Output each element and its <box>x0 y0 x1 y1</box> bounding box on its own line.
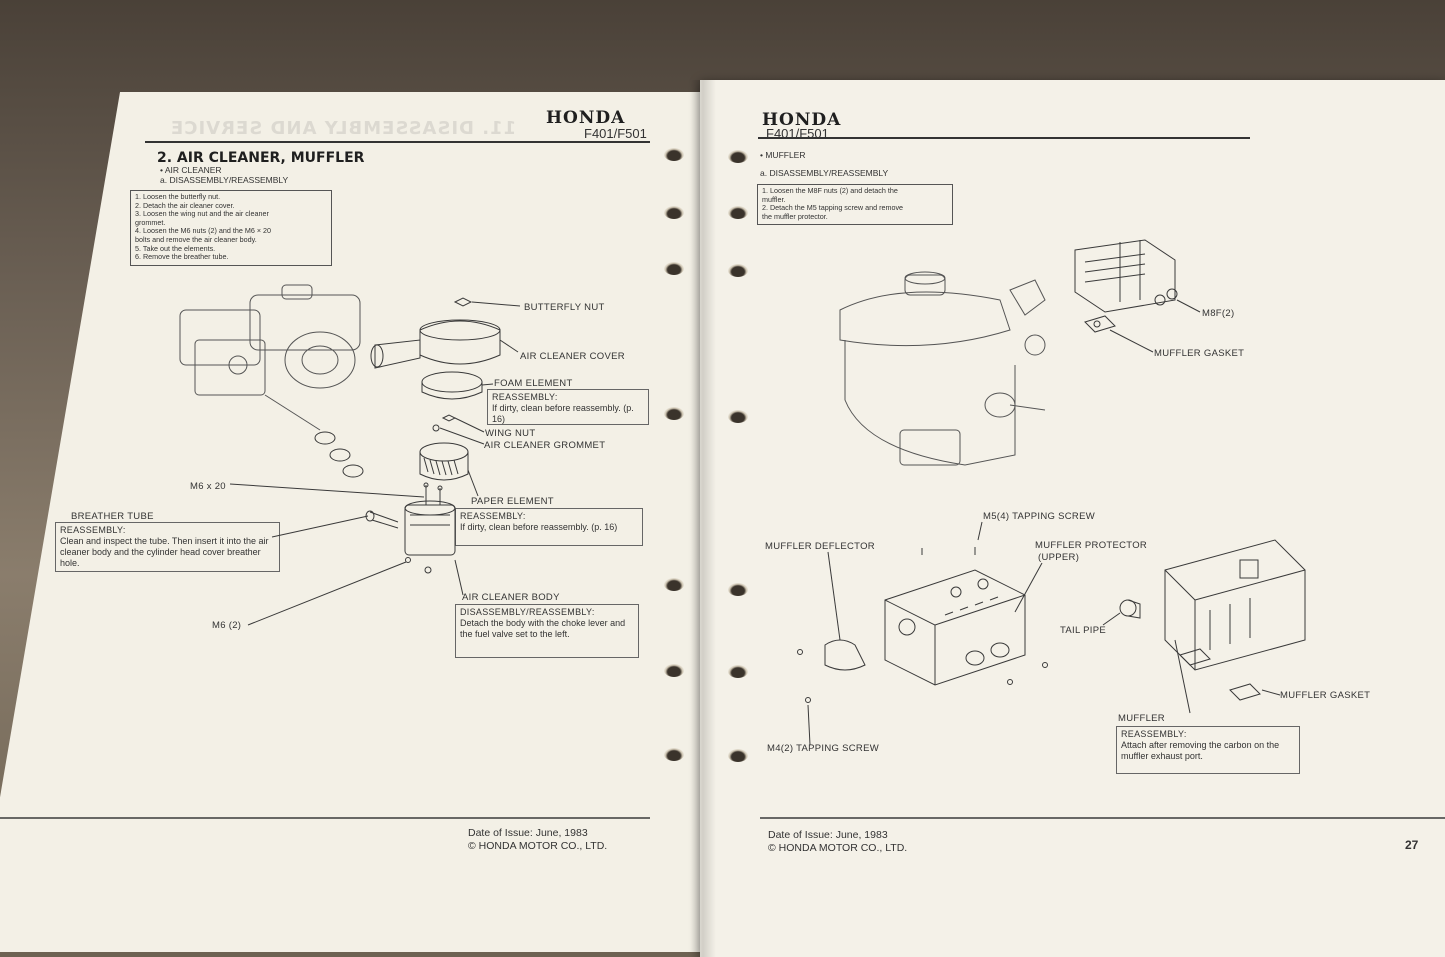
right-subsection: MUFFLER <box>760 150 805 160</box>
note-foam-element: REASSEMBLY: If dirty, clean before reass… <box>487 389 649 425</box>
note-muffler: REASSEMBLY: Attach after removing the ca… <box>1116 726 1300 774</box>
left-subsection: AIR CLEANER <box>160 165 222 175</box>
note-text: Attach after removing the carbon on the … <box>1121 740 1280 761</box>
label-air-cleaner-cover: AIR CLEANER COVER <box>520 351 625 362</box>
step-line: 1. Loosen the M8F nuts (2) and detach th… <box>762 186 898 195</box>
step-line: 4. Loosen the M6 nuts (2) and the M6 × 2… <box>135 226 272 236</box>
label-m5-screw: M5(4) TAPPING SCREW <box>983 511 1095 522</box>
step-line: 6. Remove the breather tube. <box>135 252 229 262</box>
label-m4-screw: M4(2) TAPPING SCREW <box>767 743 879 754</box>
right-footer: Date of Issue: June, 1983 © HONDA MOTOR … <box>768 829 907 855</box>
step-line: 1. Loosen the butterfly nut. <box>135 192 221 201</box>
note-air-cleaner-body: DISASSEMBLY/REASSEMBLY: Detach the body … <box>455 604 639 658</box>
label-tail-pipe: TAIL PIPE <box>1060 625 1106 636</box>
right-procedure-title: a. DISASSEMBLY/REASSEMBLY <box>760 168 889 178</box>
binder-hole <box>728 150 748 163</box>
left-brand-logo: HONDA <box>546 108 626 128</box>
note-heading: REASSEMBLY: <box>460 511 526 521</box>
binder-hole <box>664 578 684 591</box>
label-m6-2: M6 (2) <box>212 620 242 631</box>
binder-hole <box>664 206 684 219</box>
foam-element-part <box>421 371 494 400</box>
step-line: 2. Detach the M5 tapping screw and remov… <box>762 203 904 213</box>
step-line: the muffler protector. <box>762 211 828 221</box>
butterfly-nut-part <box>453 297 521 307</box>
left-section-title: 2. AIR CLEANER, MUFFLER <box>157 150 365 166</box>
label-m8f: M8F(2) <box>1202 308 1235 319</box>
page-number: 27 <box>1405 838 1419 852</box>
label-air-cleaner-grommet: AIR CLEANER GROMMET <box>484 440 606 451</box>
binder-hole <box>664 407 684 420</box>
note-heading: REASSEMBLY: <box>60 525 126 535</box>
label-paper-element: PAPER ELEMENT <box>471 496 554 507</box>
step-line: 5. Take out the elements. <box>135 243 216 253</box>
note-text: Clean and inspect the tube. Then insert … <box>60 536 269 568</box>
binder-hole <box>728 206 748 219</box>
label-air-cleaner-body: AIR CLEANER BODY <box>462 592 560 603</box>
label-foam-element: FOAM ELEMENT <box>494 378 573 389</box>
label-muffler-deflector: MUFFLER DEFLECTOR <box>765 541 875 552</box>
left-header-rule <box>145 141 650 143</box>
binder-hole <box>664 148 684 161</box>
muffler-deflector-part <box>797 551 1048 746</box>
right-header-rule <box>758 137 1250 139</box>
left-engine-drawing <box>179 284 361 431</box>
right-steps-box: 1. Loosen the M8F nuts (2) and detach th… <box>757 184 953 225</box>
right-engine-drawing <box>839 271 1046 466</box>
label-upper: (UPPER) <box>1038 552 1080 563</box>
right-page <box>700 80 1445 957</box>
copyright: © HONDA MOTOR CO., LTD. <box>468 840 608 852</box>
binder-hole <box>728 583 748 596</box>
label-butterfly-nut: BUTTERFLY NUT <box>524 302 605 313</box>
issue-date: Date of Issue: June, 1983 <box>468 827 588 839</box>
wing-nut-part <box>432 414 485 445</box>
issue-date: Date of Issue: June, 1983 <box>768 829 888 841</box>
tail-pipe-part <box>1102 599 1141 626</box>
step-line: 2. Detach the air cleaner cover. <box>135 200 235 210</box>
step-line: grommet. <box>135 217 166 227</box>
gasket-parts <box>314 431 364 478</box>
binder-hole <box>728 264 748 277</box>
air-cleaner-body-part <box>229 482 464 626</box>
left-footer: Date of Issue: June, 1983 © HONDA MOTOR … <box>468 827 607 853</box>
binder-hole <box>728 749 748 762</box>
note-text: If dirty, clean before reassembly. (p. 1… <box>460 522 618 532</box>
left-steps-box: 1. Loosen the butterfly nut. 2. Detach t… <box>130 190 332 266</box>
binder-hole <box>664 748 684 761</box>
binding-gutter <box>690 80 716 957</box>
binder-hole <box>664 664 684 677</box>
step-line: 3. Loosen the wing nut and the air clean… <box>135 209 269 219</box>
label-muffler-protector: MUFFLER PROTECTOR <box>1035 540 1148 551</box>
step-line: muffler. <box>762 194 786 204</box>
left-procedure-title: a. DISASSEMBLY/REASSEMBLY <box>160 175 289 185</box>
note-heading: REASSEMBLY: <box>492 392 558 402</box>
note-text: Detach the body with the choke lever and… <box>460 618 626 639</box>
left-model-number: F401/F501 <box>584 126 647 141</box>
right-brand-logo: HONDA <box>762 110 842 130</box>
paper-element-part <box>419 442 479 497</box>
muffler-assembly-top <box>1074 239 1201 353</box>
copyright: © HONDA MOTOR CO., LTD. <box>768 842 908 854</box>
label-muffler-gasket-top: MUFFLER GASKET <box>1154 348 1245 359</box>
binder-hole <box>728 665 748 678</box>
muffler-protector-part <box>884 521 1043 686</box>
muffler-assembly-bottom <box>1164 539 1306 714</box>
step-line: bolts and remove the air cleaner body. <box>135 234 257 244</box>
binder-hole <box>664 262 684 275</box>
air-cleaner-cover-part <box>370 319 519 369</box>
label-muffler-gasket-bottom: MUFFLER GASKET <box>1280 690 1371 701</box>
label-breather-tube: BREATHER TUBE <box>71 511 154 522</box>
note-text: If dirty, clean before reassembly. (p. 1… <box>492 403 634 424</box>
label-wing-nut: WING NUT <box>485 428 536 439</box>
note-breather-tube: REASSEMBLY: Clean and inspect the tube. … <box>55 522 280 572</box>
label-muffler: MUFFLER <box>1118 713 1165 724</box>
note-heading: REASSEMBLY: <box>1121 729 1187 739</box>
note-heading: DISASSEMBLY/REASSEMBLY: <box>460 607 595 617</box>
label-m6x20: M6 x 20 <box>190 481 226 492</box>
binder-hole <box>728 410 748 423</box>
